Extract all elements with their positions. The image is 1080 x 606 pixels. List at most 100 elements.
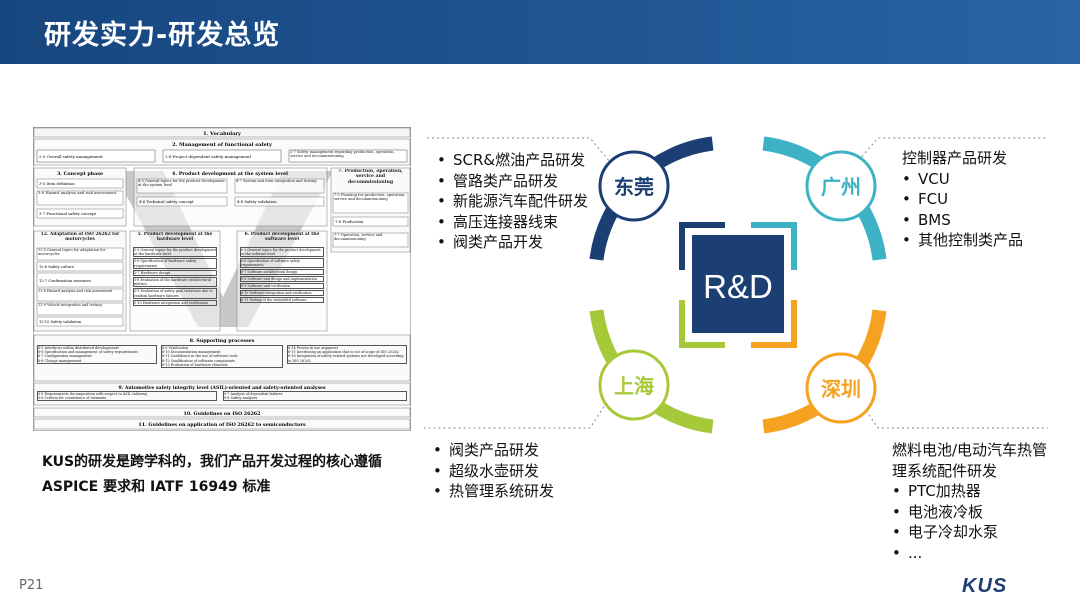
iso-production-item: 7-6 Production [335,219,364,224]
iso-software: 6. Product development at the software l… [244,232,320,243]
iso-sup-item: 8-15 Interfacing an application that is … [288,350,399,355]
iso-vocabulary: 1. Vocabulary [203,131,242,137]
shenzhen-header-line: 燃料电池/电动汽车热管 [892,441,1048,459]
list-item: 高压连接器线束 [437,212,588,233]
list-item: SCR&燃油产品研发 [437,150,588,171]
city-label-shanghai: 上海 [614,374,654,398]
iso-sup-item: 8-16 Integration of safety-related syste… [288,354,404,363]
iso-hw-item: 5-10 Hardware integration and verificati… [133,299,217,307]
list-item: ... [892,543,1047,564]
iso-system-item: 4-5 General topics for the product devel… [138,179,225,188]
iso-moto-item: 12-7 Confirmation measures [39,279,91,283]
list-item: 电子冷却水泵 [892,522,1047,543]
iso-concept: 3. Concept phase [57,171,103,177]
iso-sw-item: 6-6 Specification of software safety req… [240,258,324,268]
iso-system-item: 4-7 System and item integration and test… [236,179,317,183]
caption: KUS的研发是跨学科的，我们产品开发过程的核心遵循 ASPICE 要求和 IAT… [42,450,382,500]
list-item: 其他控制类产品 [902,230,1023,251]
iso-26262-diagram: 1. Vocabulary 2. Management of functiona… [33,127,411,431]
caption-line: ASPICE 要求和 IATF 16949 标准 [42,479,271,495]
guangzhou-header: 控制器产品研发 [902,149,1008,167]
iso-system-item: 4-8 Safety validation [237,199,277,204]
iso-system-item: 4-6 Technical safety concept [139,199,194,204]
iso-hw-item: 5-6 Specification of hardware safety req… [133,258,217,269]
page-number: P21 [19,578,44,593]
iso-hw-item: 5-8 Evaluation of the hardware architect… [133,277,217,288]
iso-sw-item: 6-7 Software architectural design [240,269,324,275]
iso-sup-item: 8-12 Qualification of software component… [162,358,236,363]
list-item: 管路类产品研发 [437,171,588,192]
iso-sw-item: 6-8 Software unit design and implementat… [240,276,324,282]
list-item: 超级水壶研发 [433,461,554,482]
iso-sup-item: 8-7 Configuration management [38,354,92,359]
iso-mgmt-item: 2-7 Safety management regarding producti… [290,150,395,159]
city-label-guangzhou: 广州 [821,175,861,199]
iso-sup-item: 8-8 Change management [38,358,82,363]
list-item: 新能源汽车配件研发 [437,191,588,212]
iso-hw-item: 5-5 General topics for the product devel… [133,247,217,258]
city-circle-shenzhen [805,352,877,424]
iso-sup-item: 8-14 Proven in use argument [288,346,338,350]
iso-production-item: 7-7 Operation, service and decommissioni… [334,233,383,242]
list-item: PTC加热器 [892,481,1047,502]
dongguan-list: SCR&燃油产品研发 管路类产品研发 新能源汽车配件研发 高压连接器线束 阀类产… [437,150,588,253]
iso-management: 2. Management of functional safety [172,142,273,148]
shenzhen-header-line: 理系统配件研发 [892,461,998,480]
list-item: 阀类产品研发 [433,440,554,461]
caption-line: KUS的研发是跨学科的，我们产品开发过程的核心遵循 [42,454,383,470]
iso-sup-item: 8-13 Evaluation of hardware elements [162,362,228,367]
iso-production-item: 7-5 Planning for production, operation, … [334,193,406,202]
iso-production: 7. Production, operation, service and de… [338,169,403,185]
bracket-teal [751,222,797,270]
list-item: FCU [902,189,1023,210]
bracket-lime [679,300,725,348]
iso-hw-item: 5-7 Hardware design [133,269,217,277]
city-circle-dongguan [598,150,670,222]
iso-sw-item: 6-5 General topics for the product devel… [240,247,324,257]
kus-logo: KUS [962,575,1007,596]
iso-sw-item: 6-10 Software integration and verificati… [240,290,324,296]
shenzhen-list: 燃料电池/电动汽车热管 理系统配件研发 PTC加热器 电池液冷板 电子冷却水泵 … [892,440,1047,563]
iso-asil-item: 9-8 Safety analyses [224,396,258,401]
rd-center-label: R&D [703,268,773,305]
iso-moto-item: 12-10 Safety validation [39,320,82,324]
list-item: 热管理系统研发 [433,481,554,502]
leader-line-shanghai [424,389,616,429]
list-item: BMS [902,210,1023,231]
kus-logo-text: KUS [962,575,1007,596]
iso-mgmt-item: 2-6 Project dependent safety management [165,154,251,159]
shanghai-list: 阀类产品研发 超级水壶研发 热管理系统研发 [433,440,554,502]
rd-ring-diagram: R&D 东莞 广州 上海 深圳 [424,136,1048,434]
list-item: VCU [902,169,1023,190]
leader-line-shenzhen [851,389,1048,429]
iso-mgmt-item: 2-5 Overall safety management [39,154,103,159]
iso-guidelines: 10. Guidelines on ISO 26262 [184,411,261,417]
iso-sw-item: 6-11 Testing of the embedded software [240,297,324,303]
guangzhou-list: 控制器产品研发 VCU FCU BMS 其他控制类产品 [902,148,1023,251]
list-item: 电池液冷板 [892,502,1047,523]
list-item: 阀类产品开发 [437,232,588,253]
iso-sup-item: 8-5 Interfaces within distributed develo… [38,346,119,350]
iso-asil-item: 9-6 Criteria for coexistence of elements [38,396,107,401]
iso-supporting: 8. Supporting processes [190,338,255,344]
iso-sup-item: 8-11 Confidence in the use of software t… [162,354,238,359]
iso-moto-item: 12-8 Hazard analysis and risk assessment [38,289,113,293]
iso-concept-item: 3-6 Hazard analysis and risk assessment [38,191,117,195]
iso-hw-item: 5-9 Evaluation of safety goal violations… [133,288,217,299]
city-circle-shanghai [598,349,670,421]
iso-concept-item: 3-7 Functional safety concept [39,211,97,216]
iso-concept-item: 3-5 Item definition [39,181,75,186]
rd-center-box [692,235,784,333]
iso-sup-item: 8-6 Specification and management of safe… [38,350,138,355]
iso-moto-item: 12-9 Vehicle integration and testing [38,303,102,307]
iso-asil-item: 9-7 Analysis of dependent failures [224,392,283,396]
iso-sup-item: 8-9 Verification [162,346,189,350]
slide-title: 研发实力-研发总览 [44,20,281,51]
iso-moto-item: 12-5 General topics for adaptation for m… [38,248,106,257]
city-label-shenzhen: 深圳 [821,377,861,401]
iso-semiconductors: 11. Guidelines on application of ISO 262… [138,422,306,428]
iso-motorcycles: 12. Adaptation of ISO 26262 for motorcyc… [40,232,120,243]
iso-moto-item: 12-6 Safety culture [39,265,74,269]
iso-system: 4. Product development at the system lev… [172,171,288,177]
city-circle-guangzhou [805,150,877,222]
